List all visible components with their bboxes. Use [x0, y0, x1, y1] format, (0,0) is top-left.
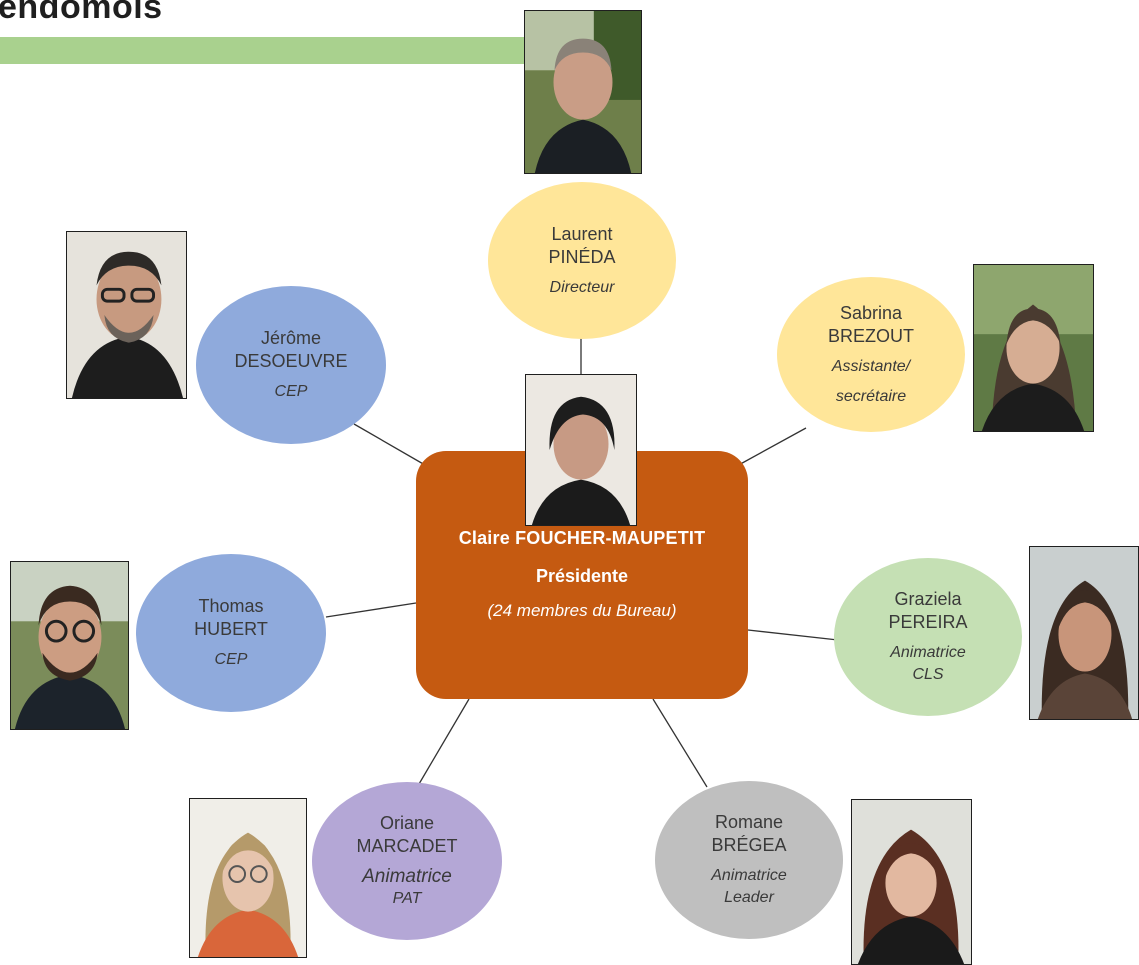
president-name: Claire FOUCHER-MAUPETIT	[458, 528, 706, 548]
node-last-name: HUBERT	[194, 619, 268, 639]
node-role: Animatrice	[362, 866, 452, 887]
node-pereira: Graziela PEREIRA Animatrice CLS	[834, 558, 1022, 716]
link-brezout	[734, 427, 807, 468]
node-pineda: Laurent PINÉDA Directeur	[488, 182, 676, 339]
node-first-name: Thomas	[198, 596, 264, 616]
node-desoeuvre: Jérôme DESOEUVRE CEP	[196, 286, 386, 444]
node-first-name: Sabrina	[839, 302, 903, 323]
node-role: Animatrice	[711, 867, 787, 884]
node-last-name: PINÉDA	[548, 246, 616, 267]
photo-foucher-maupetit	[525, 374, 637, 526]
link-desoeuvre	[353, 423, 426, 466]
node-bregea: Romane BRÉGEA Animatrice Leader	[655, 781, 843, 939]
photo-hubert	[10, 561, 129, 730]
photo-desoeuvre	[66, 231, 187, 399]
node-role-line2: Leader	[724, 889, 774, 906]
node-role: CEP	[274, 383, 308, 400]
node-last-name: PEREIRA	[888, 612, 968, 632]
node-first-name: Romane	[714, 812, 784, 832]
node-last-name: BRÉGEA	[711, 835, 787, 855]
node-last-name: MARCADET	[356, 836, 458, 856]
photo-marcadet	[189, 798, 307, 958]
node-role-line2: PAT	[392, 890, 422, 907]
node-first-name: Graziela	[894, 589, 962, 609]
node-hubert: Thomas HUBERT CEP	[136, 554, 326, 712]
node-role-line2: secrétaire	[835, 387, 907, 405]
node-role: Directeur	[549, 278, 615, 296]
node-marcadet: Oriane MARCADET Animatrice PAT	[312, 782, 502, 940]
node-last-name: BREZOUT	[827, 325, 914, 346]
link-hubert	[325, 602, 417, 618]
node-first-name: Jérôme	[260, 328, 322, 348]
photo-pineda	[524, 10, 642, 174]
photo-bregea	[851, 799, 972, 965]
node-brezout: Sabrina BREZOUT Assistante/ secrétaire	[777, 277, 965, 432]
node-role: Animatrice	[890, 644, 966, 661]
page-title: endomois	[0, 0, 163, 26]
photo-pereira	[1029, 546, 1139, 720]
title-underline-bar	[0, 37, 525, 64]
node-last-name: DESOEUVRE	[234, 351, 348, 371]
link-pereira	[747, 629, 839, 641]
photo-brezout	[973, 264, 1094, 432]
bureau-note: (24 membres du Bureau)	[487, 601, 677, 620]
link-marcadet	[418, 698, 470, 785]
link-bregea	[652, 698, 708, 788]
node-role: Assistante/	[831, 357, 911, 375]
president-role: Présidente	[535, 566, 629, 586]
node-role-line2: CLS	[912, 666, 944, 683]
node-first-name: Oriane	[379, 813, 435, 833]
node-first-name: Laurent	[551, 223, 613, 244]
node-role: CEP	[214, 651, 248, 668]
